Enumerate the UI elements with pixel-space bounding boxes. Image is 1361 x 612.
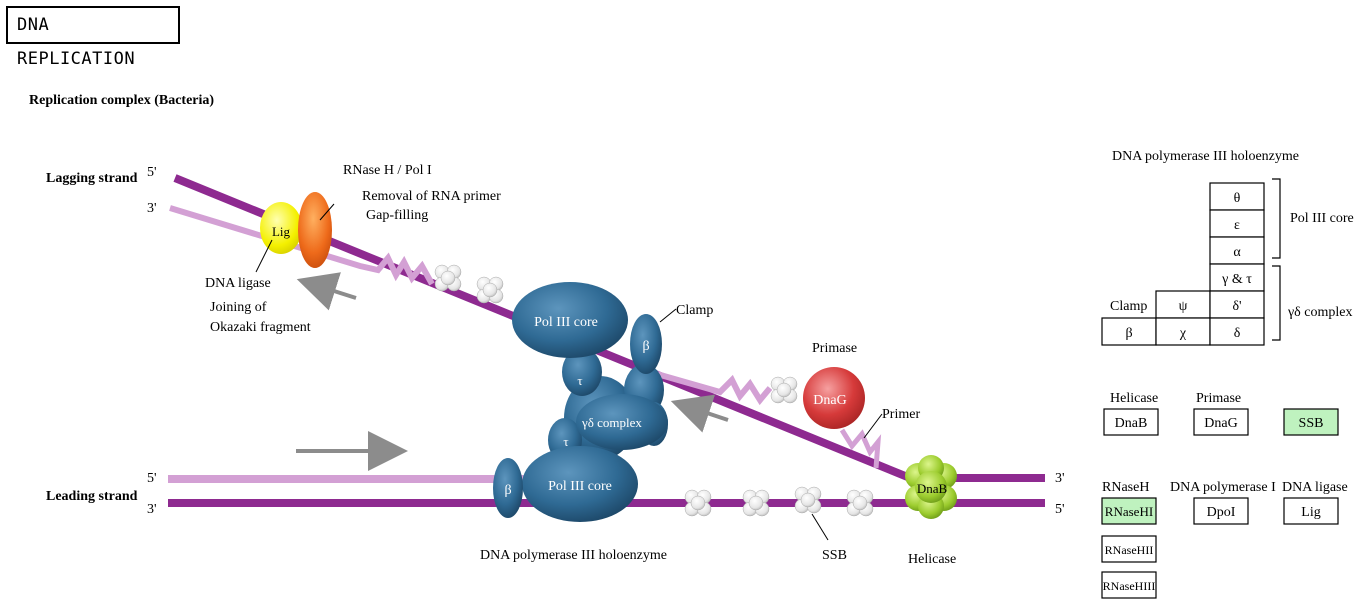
primer-label: Primer xyxy=(882,407,920,422)
joining-label: Joining of xyxy=(210,300,267,315)
subtitle: Replication complex (Bacteria) xyxy=(29,93,214,108)
legend-theta: θ xyxy=(1234,191,1241,206)
primase-label: Primase xyxy=(812,341,857,356)
ssb-protein xyxy=(476,276,504,304)
page-title: DNA REPLICATION xyxy=(6,6,180,69)
okazaki-direction-arrow xyxy=(670,394,729,433)
leading-strand-label: Leading strand xyxy=(46,489,138,504)
ligase-leader-line xyxy=(255,239,273,273)
primase-protein xyxy=(803,367,865,429)
legend-gamma-tau: γ & τ xyxy=(1221,272,1252,287)
tau-subunit-upper xyxy=(562,348,602,396)
clamp-label: Clamp xyxy=(676,303,713,318)
gene-box-rnasehi[interactable] xyxy=(1101,497,1157,525)
legend-epsilon: ε xyxy=(1234,218,1240,233)
primase-protein-label: DnaG xyxy=(813,393,846,408)
leading-3prime-label: 3' xyxy=(147,502,157,517)
gd-complex-brace xyxy=(1272,265,1281,341)
gene-box-dnab[interactable] xyxy=(1103,408,1159,436)
dna-ligase-label: DNA ligase xyxy=(205,276,271,291)
gene-box-dpoi[interactable] xyxy=(1193,497,1249,525)
gene-box-dnag-label: DnaG xyxy=(1204,416,1237,431)
beta-clamp-upper-label: β xyxy=(642,339,649,354)
ssb-protein xyxy=(434,264,462,292)
legend-chi: χ xyxy=(1179,326,1187,341)
helicase-label: Helicase xyxy=(908,552,956,567)
right-3prime-label: 3' xyxy=(1055,471,1065,486)
gene-box-dnab-label: DnaB xyxy=(1115,416,1148,431)
pol3-core-upper xyxy=(512,282,628,358)
ssb-protein xyxy=(794,486,822,514)
ssb-label: SSB xyxy=(822,548,847,563)
lagging-5prime-label: 5' xyxy=(147,165,157,180)
lagging-direction-arrow xyxy=(296,272,357,311)
lagging-strand-label: Lagging strand xyxy=(46,171,138,186)
helicase-protein xyxy=(905,455,957,519)
legend-psi: ψ xyxy=(1179,299,1188,314)
gene-box-rnasehiii-label: RNaseHIII xyxy=(1103,579,1156,593)
ligase-protein-label: Lig xyxy=(272,224,291,239)
ssb-protein xyxy=(742,489,770,517)
ssb-protein xyxy=(684,489,712,517)
gene-box-dpoi-label: DpoI xyxy=(1207,505,1236,520)
rnaseh-pol1-protein xyxy=(298,192,332,268)
lagging-3prime-label: 3' xyxy=(147,201,157,216)
primer-strand xyxy=(839,428,882,469)
rnaseh-leader-line xyxy=(319,203,335,221)
legend-clamp-label: Clamp xyxy=(1110,299,1147,314)
pol3-core-lower xyxy=(522,446,638,522)
gene-box-lig-label: Lig xyxy=(1301,505,1320,520)
tau-upper-label: τ xyxy=(577,373,582,388)
right-5prime-label: 5' xyxy=(1055,502,1065,517)
beta-clamp-upper xyxy=(630,314,662,374)
ssb-protein xyxy=(846,489,874,517)
rnaseh-pol1-label: RNase H / Pol I xyxy=(343,163,432,178)
legend-delta-prime: δ' xyxy=(1232,299,1241,314)
removal-label: Removal of RNA primer xyxy=(362,189,501,204)
okazaki-label: Okazaki fragment xyxy=(210,320,311,335)
okazaki-fragment-strand xyxy=(649,369,773,406)
ssb-leader-line xyxy=(811,513,829,541)
gene-box-dnag[interactable] xyxy=(1193,408,1249,436)
legend-primase-label: Primase xyxy=(1196,391,1241,406)
gene-box-rnasehii[interactable] xyxy=(1101,535,1157,563)
leading-5prime-label: 5' xyxy=(147,471,157,486)
gene-box-rnasehiii[interactable] xyxy=(1101,571,1157,599)
legend-alpha: α xyxy=(1233,245,1241,260)
legend-holoenzyme-title: DNA polymerase III holoenzyme xyxy=(1112,149,1299,164)
legend-rnaseh-label: RNaseH xyxy=(1102,480,1149,495)
legend-pol1-label: DNA polymerase I xyxy=(1170,480,1276,495)
holoenzyme-label: DNA polymerase III holoenzyme xyxy=(480,548,667,563)
legend-ligase-label: DNA ligase xyxy=(1282,480,1348,495)
pol3-core-upper-label: Pol III core xyxy=(534,315,598,330)
gene-box-rnasehi-label: RNaseHI xyxy=(1105,504,1153,519)
legend-pol3-core: Pol III core xyxy=(1290,211,1354,226)
beta-clamp-lower-label: β xyxy=(504,483,511,498)
primer-leader-line xyxy=(863,413,883,439)
legend-delta: δ xyxy=(1234,326,1241,341)
gene-box-rnasehii-label: RNaseHII xyxy=(1105,543,1154,557)
ssb-protein xyxy=(770,376,798,404)
legend-subunit-table xyxy=(1101,182,1265,346)
legend-helicase-label: Helicase xyxy=(1110,391,1158,406)
pol3-core-brace xyxy=(1272,178,1281,259)
gene-box-ssb[interactable] xyxy=(1283,408,1339,436)
gene-box-ssb-label: SSB xyxy=(1299,416,1324,431)
lagging-new-strand xyxy=(169,205,435,286)
helicase-protein-label: DnaB xyxy=(917,481,948,496)
legend-gd-complex: γδ complex xyxy=(1287,305,1353,320)
ligase-protein xyxy=(260,202,302,254)
gamma-delta-label: γδ complex xyxy=(581,415,642,430)
gene-box-lig[interactable] xyxy=(1283,497,1339,525)
gamma-delta-complex xyxy=(576,394,668,450)
gap-filling-label: Gap-filling xyxy=(366,208,428,223)
clamp-leader-line xyxy=(659,308,677,323)
legend-beta: β xyxy=(1125,326,1132,341)
pol3-core-lower-label: Pol III core xyxy=(548,479,612,494)
beta-clamp-lower xyxy=(493,458,523,518)
tau-lower-label: τ xyxy=(563,434,568,449)
